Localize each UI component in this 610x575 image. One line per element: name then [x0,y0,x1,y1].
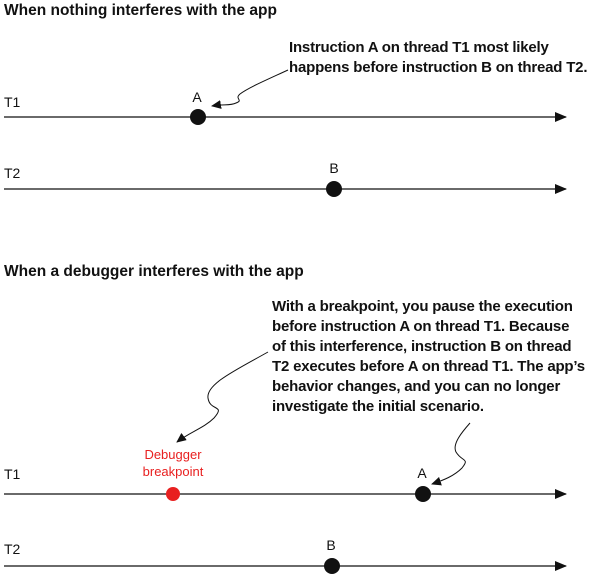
instruction-a-callout-arrow [431,422,471,486]
instruction-b-point-debug [324,558,340,574]
callout-line: T2 executes before A on thread T1. The a… [272,358,585,375]
callout-line: behavior changes, and you can no longer [272,378,561,395]
scenario-normal-title: When nothing interferes with the app [4,2,277,19]
thread-t2-label-debug: T2 [4,541,21,557]
callout-arrow [211,69,289,109]
scenario-debugger-title: When a debugger interferes with the app [4,263,304,280]
breakpoint-point [166,487,180,501]
instruction-b-point [326,181,342,197]
thread-t2-label: T2 [4,165,21,181]
callout-line: Instruction A on thread T1 most likely [289,39,549,56]
breakpoint-label: Debugger breakpoint [113,446,233,480]
callout-line: investigate the initial scenario. [272,398,484,415]
instruction-b-label-debug: B [326,537,336,553]
instruction-a-point-debug [415,486,431,502]
scenario-debugger-callout: With a breakpoint, you pause the executi… [272,297,585,417]
instruction-b-label: B [329,160,339,176]
breakpoint-label-line: breakpoint [142,464,204,479]
breakpoint-callout-arrow [176,351,269,443]
instruction-a-point [190,109,206,125]
scenario-normal-callout: Instruction A on thread T1 most likely h… [289,38,587,78]
instruction-a-label-debug: A [417,465,427,481]
callout-line: of this interference, instruction B on t… [272,338,572,355]
breakpoint-label-line: Debugger [144,447,202,462]
callout-line: happens before instruction B on thread T… [289,59,588,76]
thread-t1-label: T1 [4,94,21,110]
callout-line: With a breakpoint, you pause the executi… [272,298,573,315]
callout-line: before instruction A on thread T1. Becau… [272,318,570,335]
thread-t1-label-debug: T1 [4,466,21,482]
instruction-a-label: A [192,89,202,105]
